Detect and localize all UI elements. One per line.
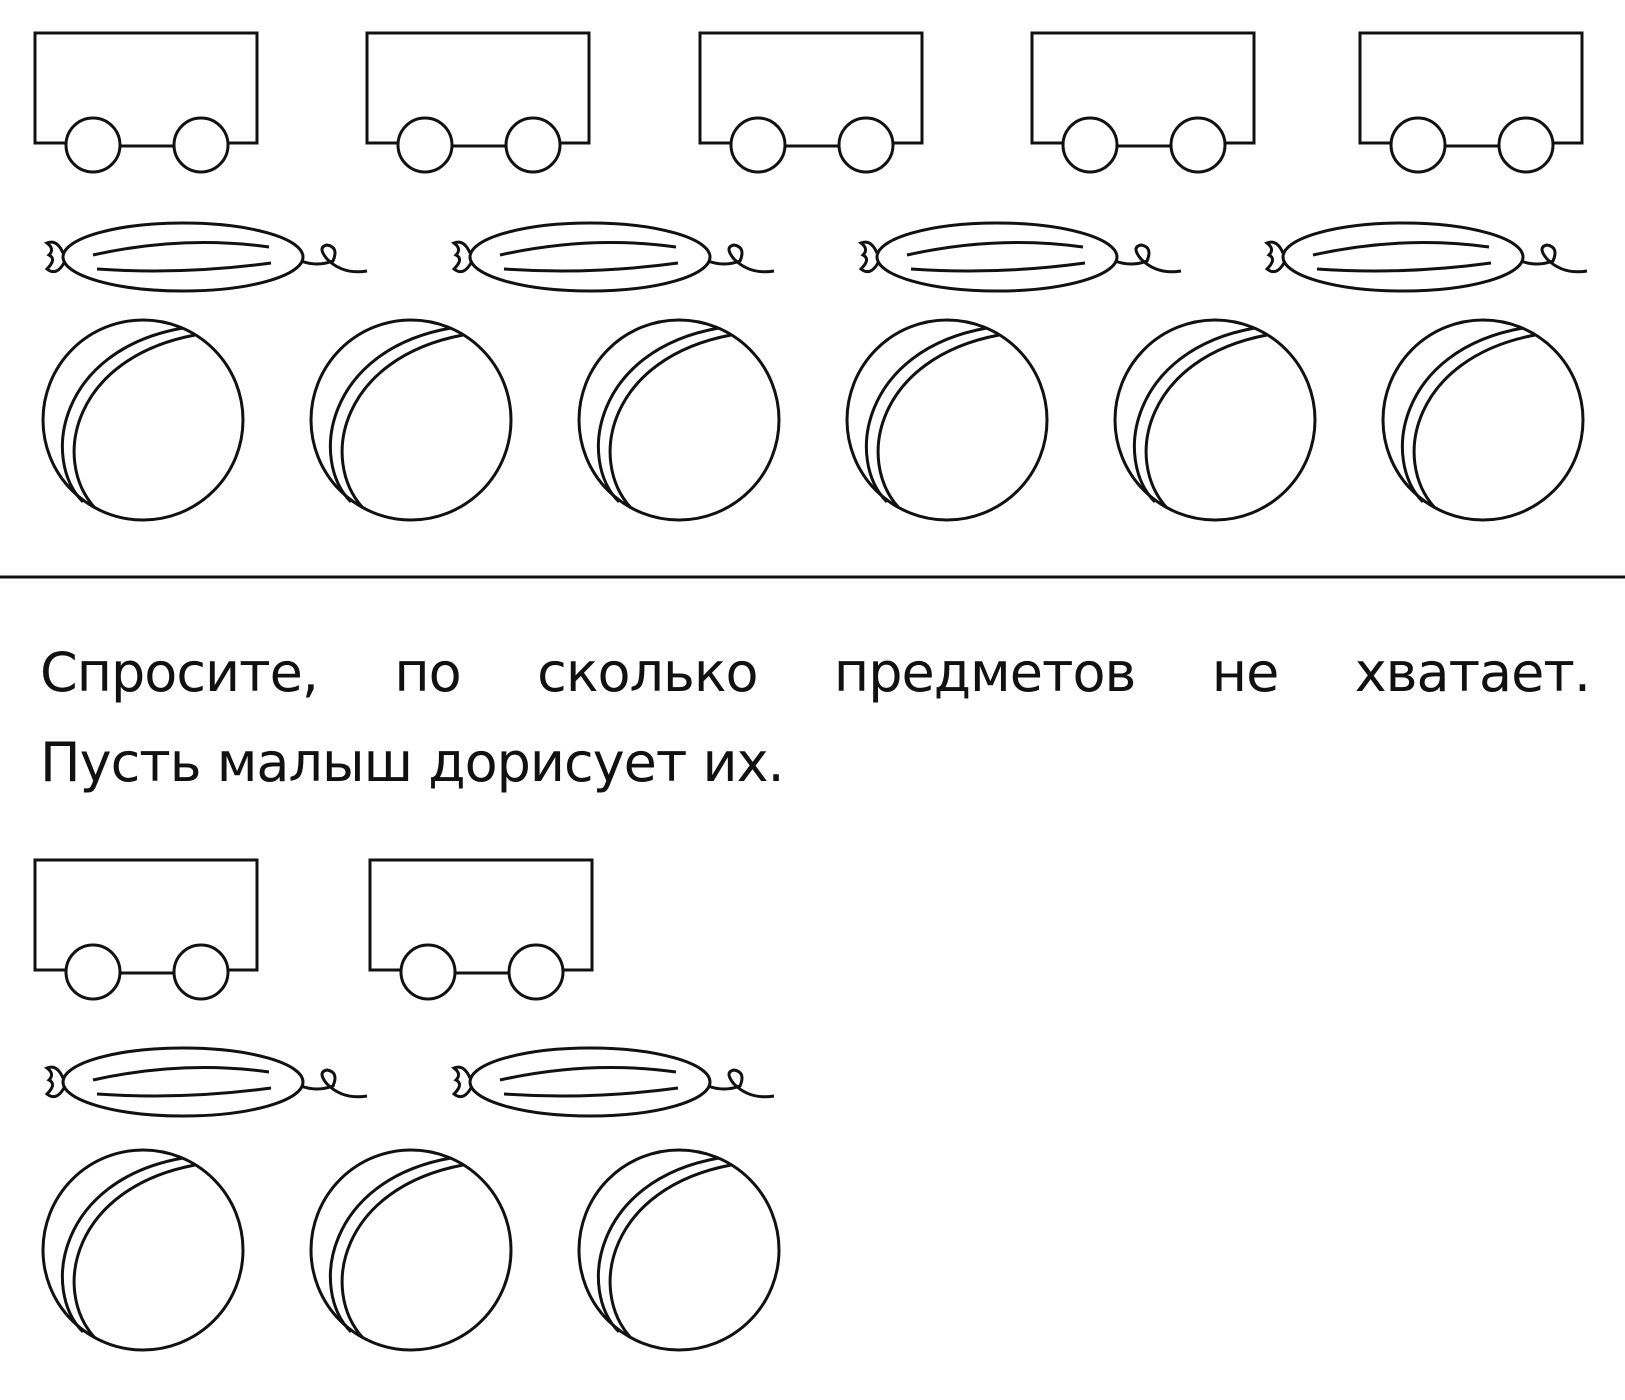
sausage-icon <box>452 221 776 293</box>
wagon-icon <box>33 858 259 1001</box>
wagon-icon <box>698 31 924 174</box>
sausage-icon <box>45 221 369 293</box>
bottom-balls <box>41 1148 781 1352</box>
ball-icon <box>577 318 781 522</box>
instruction-line-2: Пусть малыш дорисует их. <box>40 731 785 794</box>
ball-icon <box>309 1148 513 1352</box>
ball-icon <box>1113 318 1317 522</box>
top-balls <box>41 318 1585 522</box>
wagon-icon <box>1358 31 1584 174</box>
ball-icon <box>577 1148 781 1352</box>
sausage-icon <box>452 1046 776 1118</box>
ball-icon <box>309 318 513 522</box>
instruction-text: Спросите, по сколько предметов не хватае… <box>40 628 1591 808</box>
bottom-wagons <box>33 858 594 1001</box>
ball-icon <box>41 1148 245 1352</box>
sausage-icon <box>1265 221 1589 293</box>
top-wagons <box>33 31 1584 174</box>
wagon-icon <box>33 31 259 174</box>
wagon-icon <box>1030 31 1256 174</box>
instruction-line-1: Спросите, по сколько предметов не хватае… <box>40 641 1591 704</box>
bottom-sausages <box>45 1046 776 1118</box>
ball-icon <box>41 318 245 522</box>
sausage-icon <box>859 221 1183 293</box>
wagon-icon <box>365 31 591 174</box>
top-sausages <box>45 221 1589 293</box>
wagon-icon <box>368 858 594 1001</box>
ball-icon <box>1381 318 1585 522</box>
sausage-icon <box>45 1046 369 1118</box>
ball-icon <box>845 318 1049 522</box>
